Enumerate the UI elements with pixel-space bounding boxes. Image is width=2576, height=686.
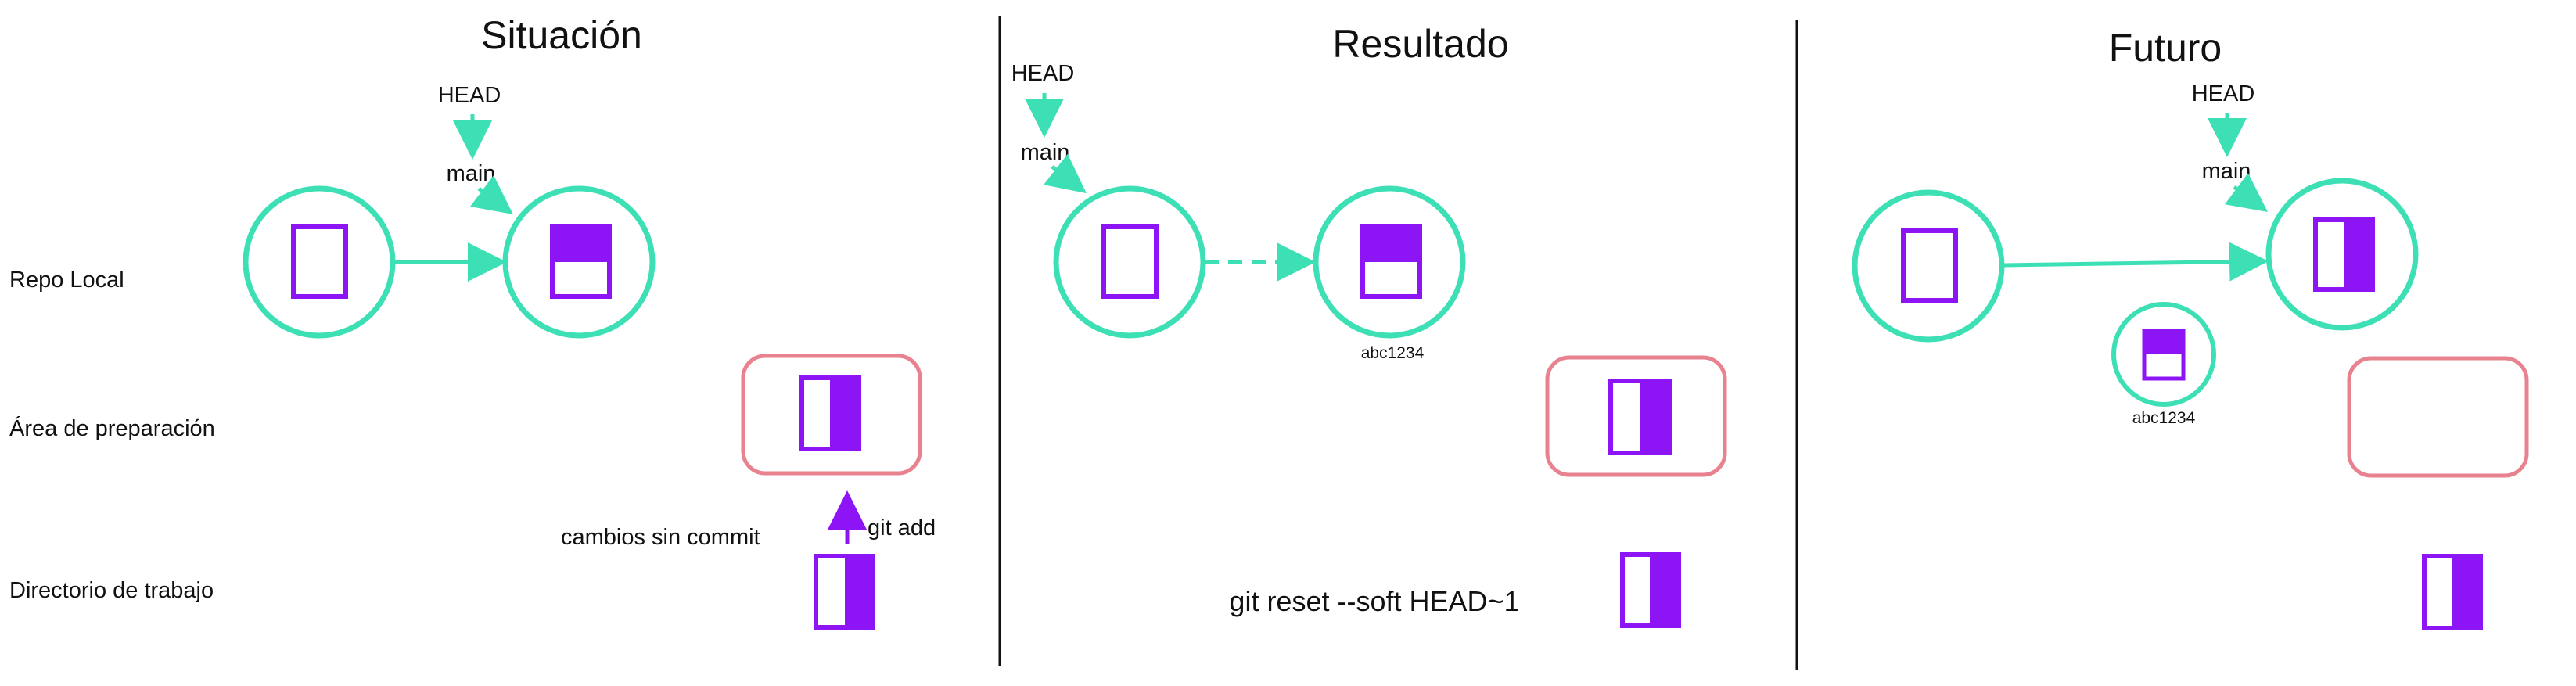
head-label: HEAD: [2192, 81, 2255, 106]
row-label-repo: Repo Local: [9, 268, 124, 293]
staging-area-box: [741, 354, 922, 476]
git-reset-command: git reset --soft HEAD~1: [1229, 585, 1519, 617]
panel-situacion: Situación HEAD main git add cambios sin …: [243, 13, 936, 630]
file-fill: [552, 227, 609, 262]
commit-node: [243, 185, 396, 339]
file-fill: [830, 378, 859, 449]
panel-title: Resultado: [1332, 22, 1508, 66]
file-fill: [2452, 556, 2481, 628]
file-icon: [291, 224, 348, 299]
git-add-label: git add: [868, 515, 936, 541]
staging-area-box: [1545, 355, 1727, 477]
row-label-staging: Área de preparación: [9, 415, 215, 441]
commit-node: [1053, 185, 1206, 339]
branch-arrow: [470, 175, 513, 214]
commit-node: [1852, 189, 2005, 343]
panel-title: Situación: [481, 13, 642, 57]
commit-link-arrow: [2002, 242, 2269, 282]
commit-node: [2265, 178, 2419, 331]
panel-title: Futuro: [2109, 26, 2222, 70]
file-fill: [2144, 331, 2183, 354]
row-label-workdir: Directorio de trabajo: [9, 578, 214, 603]
panel-futuro: Futuro HEAD main abc1234: [1852, 26, 2529, 630]
file-icon: [1901, 228, 1958, 303]
file-fill: [1640, 381, 1669, 453]
file-fill: [1363, 227, 1420, 262]
commit-node: [502, 185, 656, 339]
head-label: HEAD: [438, 83, 501, 108]
branch-label: main: [447, 161, 496, 186]
branch-arrow: [1044, 153, 1087, 194]
orphaned-commit-node: [2111, 302, 2216, 407]
commit-node-orphaned: [1313, 185, 1466, 339]
file-fill: [2344, 220, 2373, 289]
commit-hash: abc1234: [2132, 409, 2196, 427]
branch-label: main: [2202, 159, 2251, 184]
file-fill: [1650, 555, 1679, 626]
file-icon: [1101, 224, 1159, 299]
commit-hash: abc1234: [1361, 344, 1425, 362]
branch-arrow: [2224, 173, 2269, 212]
changes-label: cambios sin commit: [561, 525, 760, 550]
branch-label: main: [1021, 140, 1070, 165]
staging-area-box-empty: [2347, 356, 2529, 478]
file-fill: [845, 556, 873, 627]
panel-resultado: Resultado HEAD main abc1234 git reset --…: [1011, 22, 1727, 628]
head-label: HEAD: [1011, 61, 1075, 86]
